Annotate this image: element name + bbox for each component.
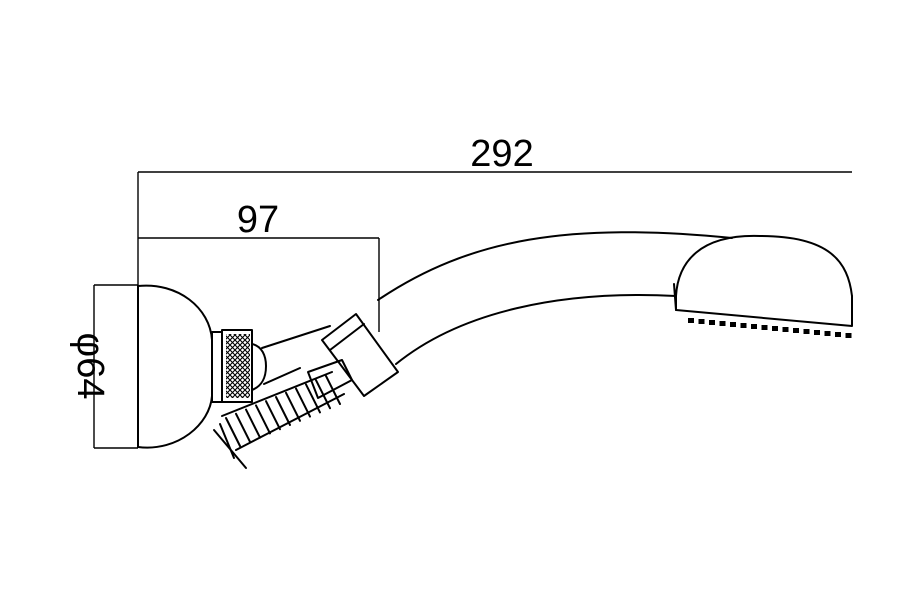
mount-offset-label: 97 bbox=[237, 199, 279, 241]
shower-hose bbox=[213, 359, 353, 469]
hose-coil bbox=[245, 408, 261, 439]
hose-coil bbox=[275, 396, 291, 426]
swivel-arm bbox=[261, 325, 331, 385]
nozzle bbox=[835, 332, 841, 337]
nozzle bbox=[824, 331, 831, 336]
nozzle bbox=[761, 325, 768, 330]
overall-length-dimension: 292 bbox=[137, 133, 852, 288]
hose-coil bbox=[295, 387, 311, 418]
nozzle bbox=[698, 319, 705, 324]
hose-coil bbox=[315, 379, 331, 410]
nozzle bbox=[782, 327, 789, 332]
knurled-nut bbox=[211, 329, 267, 403]
nozzle bbox=[845, 333, 852, 338]
hose-coil bbox=[265, 400, 281, 431]
nozzle bbox=[793, 328, 799, 333]
wall-base bbox=[137, 284, 213, 449]
hose-coil bbox=[255, 404, 271, 435]
nozzle bbox=[719, 321, 726, 326]
base-diameter-label: φ64 bbox=[69, 333, 111, 400]
nozzle-row bbox=[688, 318, 852, 338]
nozzle bbox=[740, 323, 747, 328]
hose-coil bbox=[225, 417, 241, 447]
hose-coil bbox=[305, 383, 321, 414]
nozzle bbox=[814, 330, 820, 335]
nozzle bbox=[730, 322, 736, 327]
mount-offset-dimension: 97 bbox=[138, 199, 380, 332]
holder-bracket bbox=[321, 313, 399, 397]
hose-coil bbox=[235, 412, 251, 443]
overall-length-label: 292 bbox=[470, 133, 533, 175]
nozzle bbox=[751, 324, 757, 329]
hose-coil bbox=[285, 391, 301, 422]
shower-handle bbox=[377, 231, 733, 365]
nozzle bbox=[688, 318, 694, 323]
nozzle bbox=[709, 320, 715, 325]
base-diameter-dimension: φ64 bbox=[69, 284, 138, 449]
nozzle bbox=[803, 329, 810, 334]
nozzle bbox=[772, 326, 778, 331]
shower-head bbox=[673, 234, 853, 338]
